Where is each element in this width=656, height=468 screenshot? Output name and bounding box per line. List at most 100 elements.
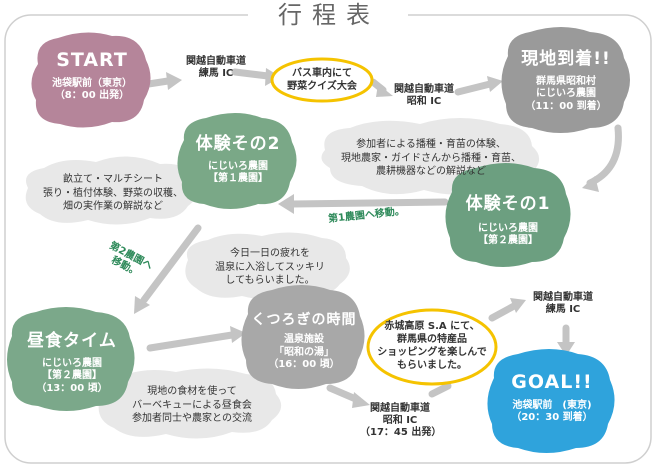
note-onsen-line1: 今日一日の疲れを [230, 248, 310, 259]
node-arrival-title: 現地到着!! [521, 49, 611, 69]
title-mask [248, 5, 408, 29]
bubble-shopping [366, 308, 498, 386]
node-experience-1-title: 体験その1 [465, 194, 551, 214]
note-bbq-line2: バーベキューによる昼食会 [132, 399, 252, 411]
node-experience-2-title: 体験その2 [195, 134, 281, 154]
note-onsen-text: 今日一日の疲れを 温泉に入浴してスッキリ してもらいました。 [190, 247, 350, 288]
node-rest-facility: 温泉施設 [284, 334, 324, 346]
node-start-place: 池袋駅前（東京） [52, 77, 132, 89]
bubble-quiz-line2: 野菜クイズ大会 [287, 81, 357, 92]
arrowhead-6 [278, 194, 294, 214]
node-rest: くつろぎの時間 温泉施設 「昭和の湯」 （16：00 頃） [244, 312, 364, 372]
note-onsen-line3: してもらいました。 [225, 275, 315, 286]
label-kanetsu-nerima-return-ic: 練馬 IC [545, 304, 581, 315]
arrow-arrival-to-farm1 [586, 124, 622, 187]
label-kanetsu-nerima-return: 関越自動車道 練馬 IC [518, 292, 608, 316]
label-kanetsu-nerima-outbound-road: 関越自動車道 [186, 56, 246, 67]
label-kanetsu-showa-outbound: 関越自動車道 昭和 IC [384, 84, 464, 108]
label-kanetsu-showa-outbound-road: 関越自動車道 [394, 84, 454, 95]
note-farm2-line2: 張り・植付体験、野菜の収穫、 [43, 187, 183, 199]
arrow-farm2-to-lunch [140, 224, 202, 304]
node-rest-name: 「昭和の湯」 [274, 346, 334, 358]
blob-farm1 [445, 163, 571, 267]
arrow-farm1-to-farm2 [288, 198, 449, 208]
blob-goal [487, 349, 615, 453]
bubble-shopping-line1: 赤城高原 S.A にて、 [384, 321, 480, 332]
node-lunch-field: 【第２農園】 [42, 370, 102, 382]
note-cloud-onsen [185, 232, 350, 300]
note-farm1-line1: 参加者による播種・育苗の体験、 [356, 139, 506, 150]
node-arrival-time: （11：00 到着） [525, 100, 607, 112]
arrowhead-8 [230, 326, 246, 343]
node-goal: GOAL!! 池袋駅前 (東京) （20：30 到着） [492, 371, 612, 425]
arrowhead-4 [487, 76, 503, 92]
node-experience-1: 体験その1 にじいろ農園 【第２農園】 [450, 194, 566, 248]
arrowhead-11 [557, 342, 575, 356]
node-goal-time: （20：30 到着） [511, 412, 593, 424]
arrowhead-3 [376, 84, 393, 97]
arrowhead-5 [582, 176, 599, 192]
bubble-quiz-text: バス車内にて 野菜クイズ大会 [272, 67, 372, 93]
bubble-shopping-line3: ショッピングを楽しんで [377, 347, 487, 358]
arrowhead-10 [510, 298, 526, 313]
label-kanetsu-showa-return-time: （17：45 出発） [360, 427, 442, 438]
node-goal-place: 池袋駅前 (東京) [512, 399, 592, 411]
node-arrival-place: 群馬県昭和村 [536, 75, 596, 87]
note-bbq-line3: 参加者同士や農家との交流 [132, 413, 252, 424]
node-experience-2: 体験その2 にじいろ農園 【第１農園】 [182, 134, 294, 186]
bubble-quiz [270, 57, 374, 103]
note-cloud-bbq [98, 368, 282, 439]
label-kanetsu-showa-return-ic: 昭和 IC [382, 415, 418, 426]
note-bbq-text: 現地の食材を使って バーベキューによる昼食会 参加者同士や農家との交流 [100, 385, 284, 426]
note-farm2-line3: 畑の実作業の解説など [63, 201, 163, 212]
node-start: START 池袋駅前（東京） （8：00 出発） [36, 49, 148, 103]
node-start-time: （8：00 出発） [54, 90, 130, 102]
note-farm2-line1: 畝立て・マルチシート [63, 174, 163, 185]
arrow-lunch-to-rest [146, 331, 236, 352]
note-cloud-farm2 [25, 156, 198, 225]
label-kanetsu-nerima-outbound: 関越自動車道 練馬 IC [176, 56, 256, 80]
node-goal-title: GOAL!! [511, 371, 593, 393]
arrowhead-9 [352, 392, 370, 408]
bubble-shopping-text: 赤城高原 S.A にて、 群馬県の特産品 ショッピングを楽しんで もらいました。 [370, 320, 494, 372]
node-lunch-farm: にじいろ農園 [42, 357, 102, 369]
node-experience-2-farm: にじいろ農園 [208, 160, 268, 172]
node-experience-1-field: 【第２農園】 [478, 235, 538, 247]
arrow-showa-to-shopping [428, 382, 452, 398]
page-title: 行程表 [278, 1, 380, 29]
arrowhead-1 [166, 72, 182, 90]
note-bbq-line1: 現地の食材を使って [147, 386, 237, 397]
note-farm1-line3: 農耕機器などの解説など [376, 166, 486, 177]
blob-arrival [501, 27, 630, 133]
bubble-shopping-line4: もらいました。 [397, 360, 467, 371]
arrow-shopping-to-nerima [488, 302, 518, 322]
blob-lunch [7, 307, 135, 411]
node-start-title: START [56, 49, 128, 71]
label-kanetsu-nerima-return-road: 関越自動車道 [533, 292, 593, 303]
bubble-quiz-line1: バス車内にて [292, 68, 352, 79]
label-kanetsu-showa-return: 関越自動車道 昭和 IC （17：45 出発） [360, 403, 442, 439]
note-farm1-text: 参加者による播種・育苗の体験、 現地農家・ガイドさんから播種・育苗、 農耕機器な… [326, 138, 536, 179]
node-arrival: 現地到着!! 群馬県昭和村 にじいろ農園 （11：00 到着） [506, 49, 626, 113]
blob-start [31, 32, 151, 128]
node-experience-1-farm: にじいろ農園 [478, 222, 538, 234]
bubble-shopping-line2: 群馬県の特産品 [397, 334, 467, 345]
note-farm2-text: 畝立て・マルチシート 張り・植付体験、野菜の収穫、 畑の実作業の解説など [28, 173, 198, 214]
node-lunch-title: 昼食タイム [27, 331, 117, 351]
arrow-nerima-to-quiz [231, 68, 272, 80]
node-lunch-time: （13：00 頃） [36, 382, 108, 394]
node-lunch: 昼食タイム にじいろ農園 【第２農園】 （13：00 頃） [12, 331, 132, 395]
arrowhead-7 [134, 296, 150, 314]
label-kanetsu-showa-return-road: 関越自動車道 [370, 403, 430, 414]
blob-rest [241, 285, 365, 389]
node-rest-title: くつろぎの時間 [251, 312, 357, 328]
blob-farm2 [177, 113, 297, 209]
note-onsen-line2: 温泉に入浴してスッキリ [215, 261, 325, 273]
node-rest-time: （16：00 頃） [268, 359, 340, 371]
label-kanetsu-nerima-outbound-ic: 練馬 IC [198, 68, 234, 79]
label-kanetsu-showa-outbound-ic: 昭和 IC [406, 96, 442, 107]
node-arrival-farm: にじいろ農園 [536, 88, 596, 100]
note-farm1-line2: 現地農家・ガイドさんから播種・育苗、 [341, 152, 521, 164]
